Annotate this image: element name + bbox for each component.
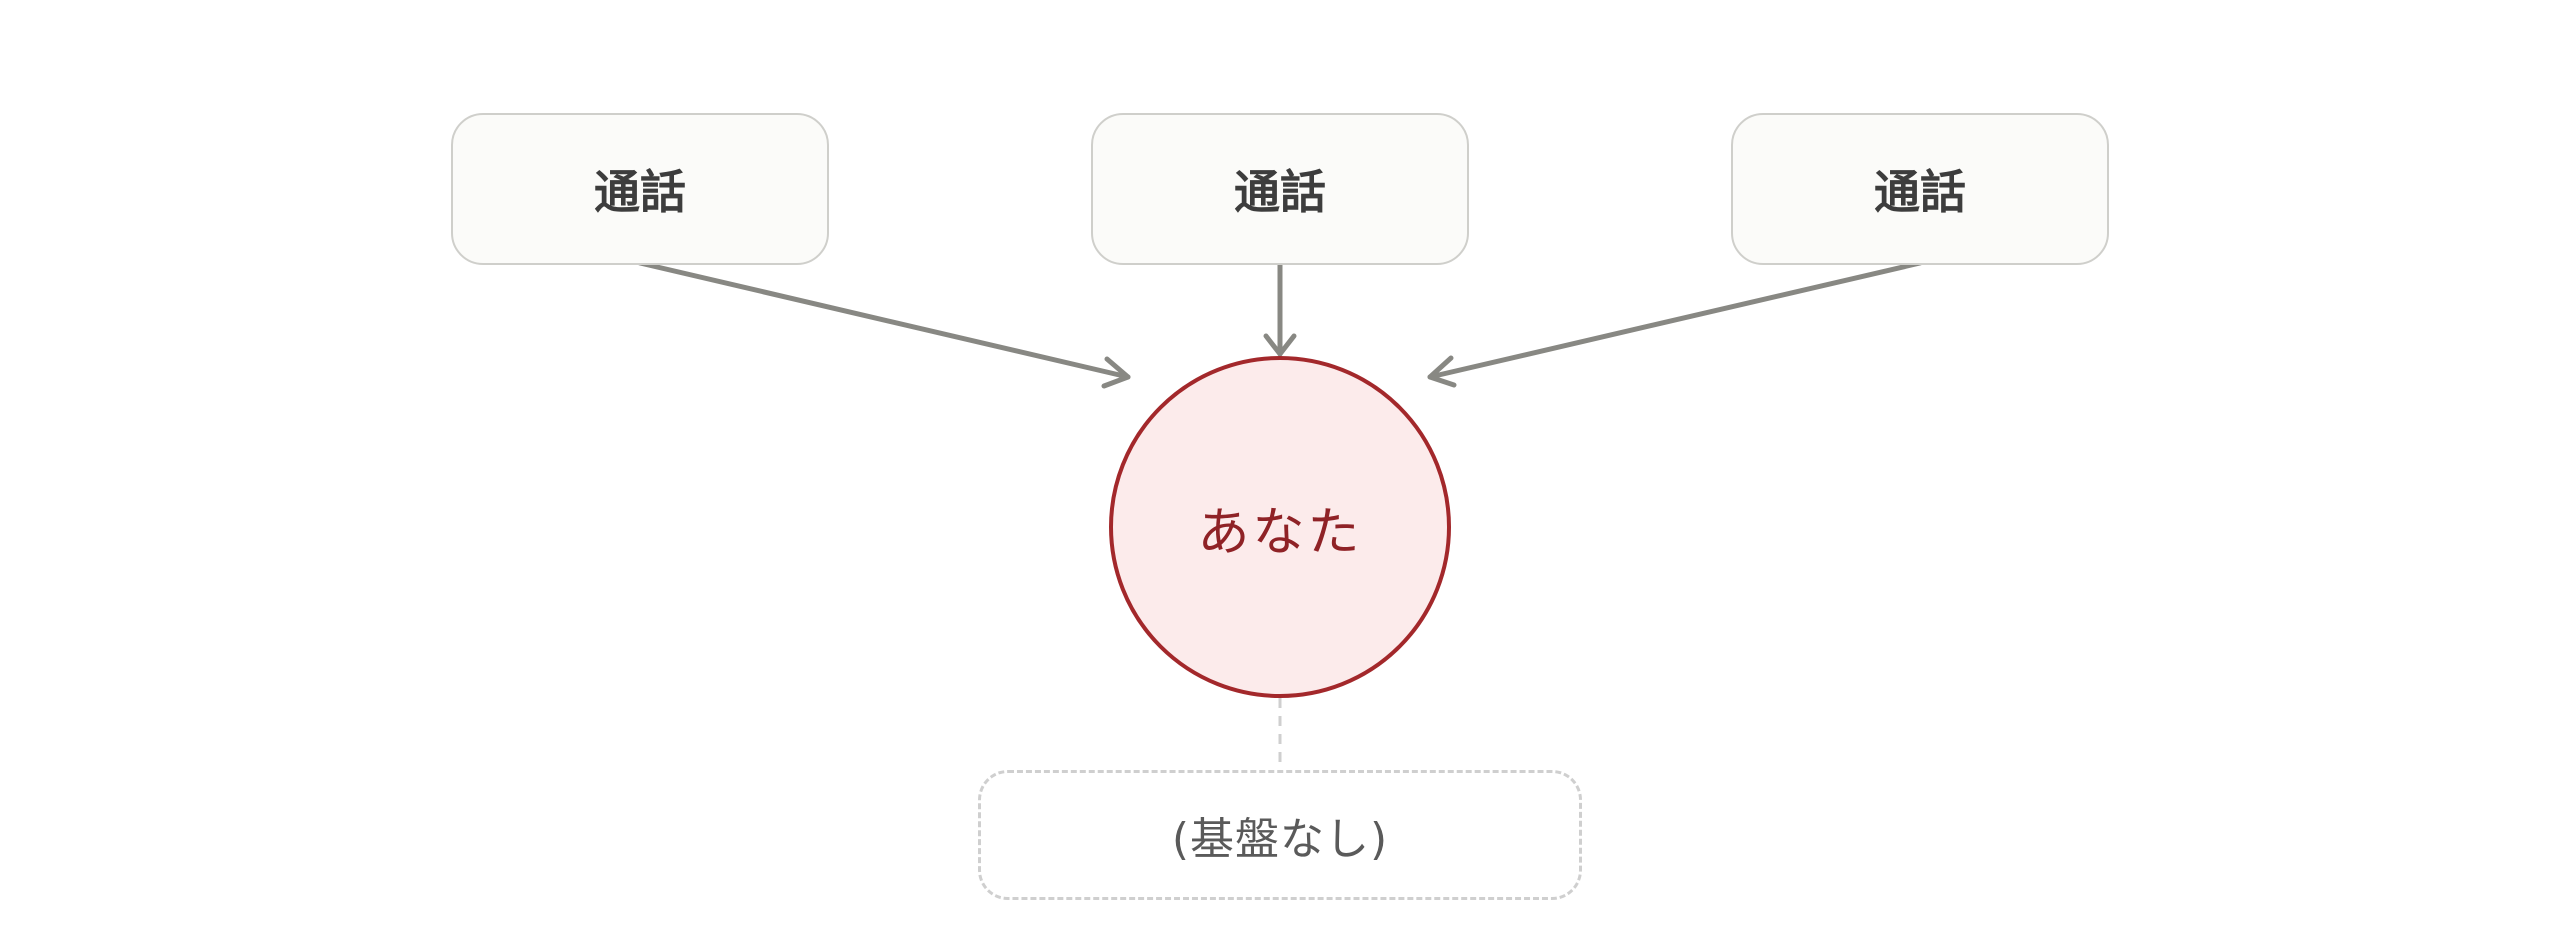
foundation-node-label: (基盤なし)	[1171, 814, 1389, 865]
call-node-left: 通話	[451, 113, 829, 265]
foundation-node: (基盤なし)	[978, 770, 1582, 900]
you-node: あなた	[1109, 356, 1451, 698]
arrow-left-to-you	[637, 260, 1131, 380]
call-node-center-label: 通話	[1234, 165, 1326, 219]
call-node-left-label: 通話	[594, 165, 686, 219]
arrow-right-head	[1427, 355, 1457, 388]
call-node-center: 通話	[1091, 113, 1469, 265]
call-node-right: 通話	[1731, 113, 2109, 265]
arrow-right-to-you	[1427, 260, 1923, 380]
call-node-right-label: 通話	[1874, 165, 1966, 219]
you-node-label: あなた	[1197, 502, 1363, 563]
arrow-left-head	[1101, 356, 1131, 389]
arrow-center-head	[1263, 333, 1297, 357]
